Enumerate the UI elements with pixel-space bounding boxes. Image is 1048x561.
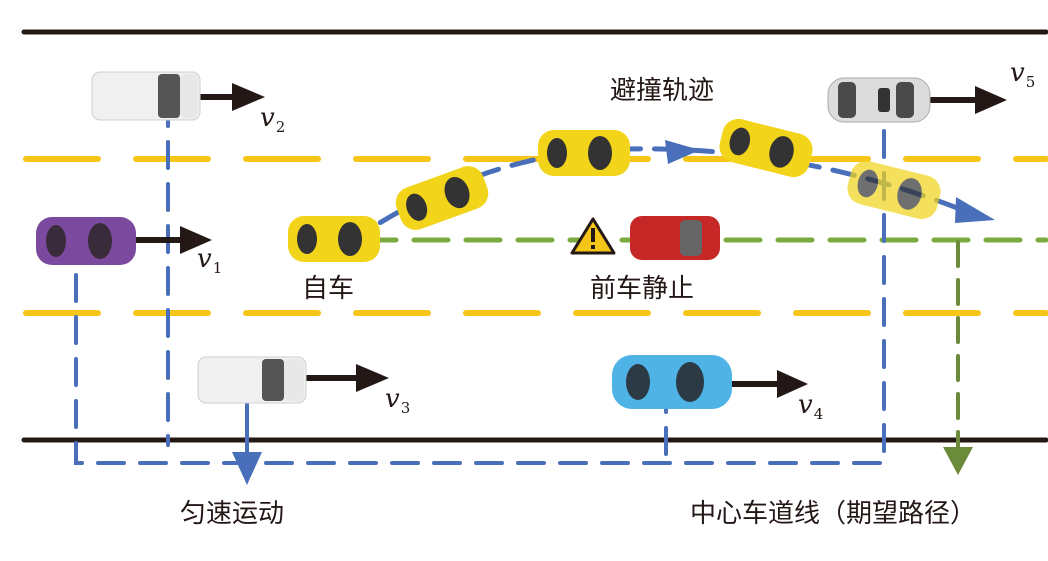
trajectory-arrowhead-mid xyxy=(665,140,700,164)
velocity-arrows xyxy=(135,83,1007,398)
vehicle-ego-yellow-car xyxy=(288,216,380,262)
vehicle-v5-silver-car xyxy=(827,77,931,123)
vehicle-front-red-stopped xyxy=(630,216,720,260)
velocity-symbol: v xyxy=(385,384,400,414)
velocity-label-v1: v1 xyxy=(197,244,222,277)
velocity-label-v3: v3 xyxy=(385,384,410,417)
velocity-subscript: 1 xyxy=(212,259,223,277)
velocity-subscript: 2 xyxy=(275,118,286,136)
uniform-motion-arrowhead xyxy=(232,452,262,485)
velocity-subscript: 3 xyxy=(400,399,411,417)
velocity-symbol: v xyxy=(798,390,813,420)
vehicle-v1-purple-car xyxy=(36,217,136,265)
velocity-subscript: 5 xyxy=(1025,73,1036,91)
label-uniform-motion: 匀速运动 xyxy=(180,499,285,529)
velocity-symbol: v xyxy=(197,244,212,274)
label-front-car-stopped: 前车静止 xyxy=(590,274,695,304)
label-avoid-trajectory: 避撞轨迹 xyxy=(610,76,715,106)
velocity-label-v2: v2 xyxy=(260,103,285,136)
velocity-symbol: v xyxy=(260,103,275,133)
velocity-label-v5: v5 xyxy=(1010,58,1035,91)
center-line-arrowhead xyxy=(943,447,973,475)
vehicle-v2-white-van xyxy=(91,71,201,121)
vehicle-v4-blue-car xyxy=(612,355,732,409)
warning-triangle-icon xyxy=(570,217,616,255)
ego-trajectory-pose-3 xyxy=(719,118,813,178)
vehicle-v3-white-van xyxy=(197,356,307,404)
ego-trajectory-pose-1 xyxy=(395,166,489,230)
ego-trajectory-pose-4 xyxy=(847,160,941,220)
velocity-symbol: v xyxy=(1010,58,1025,88)
velocity-subscript: 4 xyxy=(813,405,824,423)
label-center-lane-line: 中心车道线（期望路径） xyxy=(690,499,977,529)
velocity-label-v4: v4 xyxy=(798,390,823,423)
label-ego-vehicle: 自车 xyxy=(302,274,355,304)
ego-trajectory-pose-2 xyxy=(538,130,630,176)
trajectory-arrowhead-end xyxy=(955,197,995,223)
